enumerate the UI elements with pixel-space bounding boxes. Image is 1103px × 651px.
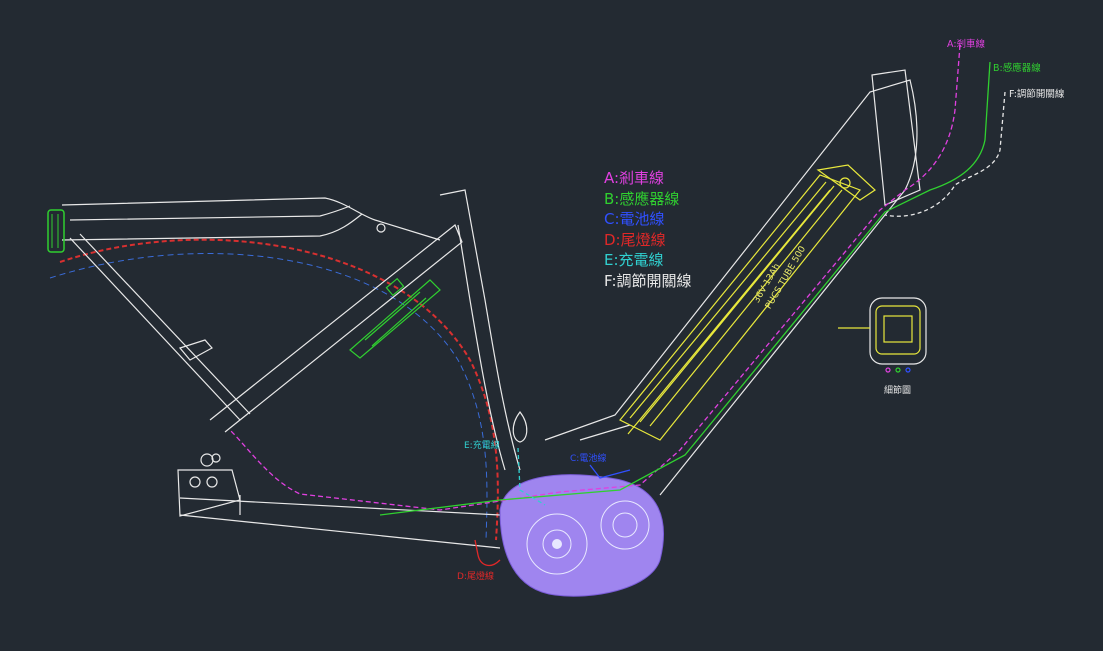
- rack-bolt: [376, 223, 386, 233]
- legend-item-switch: F:調節開關線: [604, 271, 692, 290]
- rack-strut: [69, 205, 351, 221]
- legend-item-battery: C:電池線: [604, 210, 665, 228]
- legend-item-sensor: B:感應器線: [604, 189, 680, 208]
- label-brake-top: A:剎車線: [947, 39, 986, 50]
- dropout: [177, 469, 241, 517]
- seat-tube: [439, 189, 521, 471]
- brake-cable: [229, 44, 961, 511]
- down-tube: [544, 79, 918, 496]
- rear-wheel: [49, 238, 499, 541]
- cable-legend: A:剎車線 B:感應器線 C:電池線 D:尾燈線 E:充電線 F:調節開關線: [604, 168, 692, 291]
- legend-item-taillight: D:尾燈線: [604, 230, 666, 249]
- label-sensor-top: B:感應器線: [993, 63, 1041, 74]
- taillight: [47, 209, 65, 253]
- legend-item-charge: E:充電線: [604, 251, 664, 269]
- legend-item-brake: A:剎車線: [604, 169, 665, 187]
- top-tube: [209, 224, 463, 433]
- sensor-cable: [379, 61, 991, 516]
- rear-rack: [61, 197, 441, 241]
- label-switch-top: F:調節開關線: [1009, 89, 1065, 100]
- rear-wheel-outline: [49, 253, 488, 541]
- water-bottle-mount: [512, 411, 528, 443]
- label-battery-callout: C:電池線: [570, 454, 607, 464]
- taillight-cable: [474, 539, 501, 567]
- cable-routing: [229, 44, 1006, 567]
- bicycle-frame: [61, 69, 921, 549]
- label-charge-callout: E:充電線: [464, 441, 500, 451]
- rear-wheel-rim: [59, 238, 499, 541]
- switch-cable: [884, 91, 1006, 217]
- battery-pack: [619, 164, 876, 441]
- head-tube: [871, 69, 921, 206]
- label-taillight-callout: D:尾燈線: [457, 572, 494, 582]
- charge-cable: [517, 447, 546, 506]
- detail-inset: [838, 297, 927, 373]
- detail-label: 細節圖: [884, 386, 912, 396]
- mid-drive-motor: [499, 474, 664, 597]
- sensor-component: [349, 277, 441, 359]
- seat-stay: [69, 233, 251, 421]
- battery-cable: [589, 464, 631, 479]
